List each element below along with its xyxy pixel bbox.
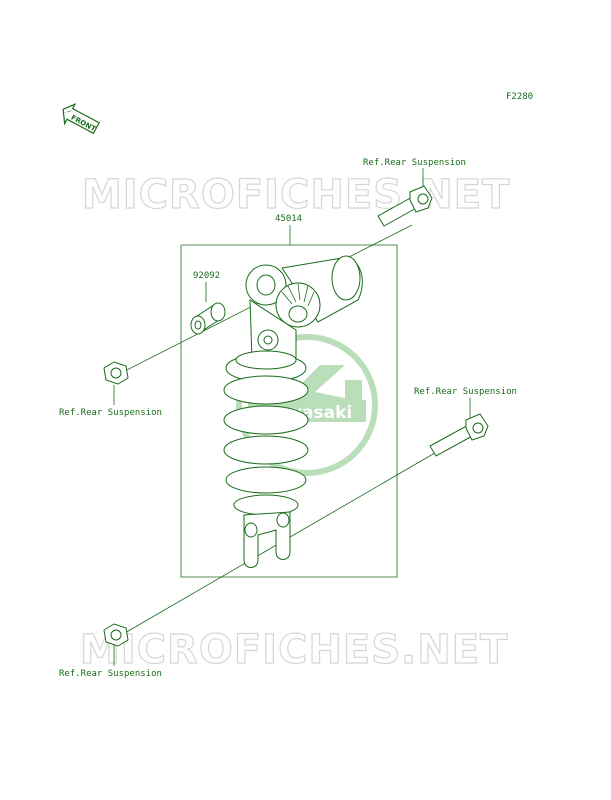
front-arrow-icon: FRONT bbox=[62, 102, 100, 135]
diagram-code: F2280 bbox=[506, 92, 533, 102]
ref-lower-nut: Ref.Rear Suspension bbox=[59, 669, 162, 679]
lower-nut bbox=[103, 623, 129, 647]
bushing bbox=[190, 302, 226, 335]
ref-lower-bolt: Ref.Rear Suspension bbox=[414, 387, 517, 397]
upper-nut bbox=[103, 361, 129, 385]
lower-bolt bbox=[429, 413, 489, 457]
shock-absorber bbox=[223, 255, 363, 568]
watermark-top: MICROFICHES.NET bbox=[82, 172, 510, 218]
top-bolt bbox=[377, 185, 433, 227]
ref-top-bolt: Ref.Rear Suspension bbox=[363, 158, 466, 168]
ref-upper-nut: Ref.Rear Suspension bbox=[59, 408, 162, 418]
watermark-bottom: MICROFICHES.NET bbox=[80, 627, 508, 673]
part-number-92092: 92092 bbox=[193, 271, 220, 281]
assembly-bracket bbox=[180, 244, 398, 578]
part-number-45014: 45014 bbox=[275, 214, 302, 224]
